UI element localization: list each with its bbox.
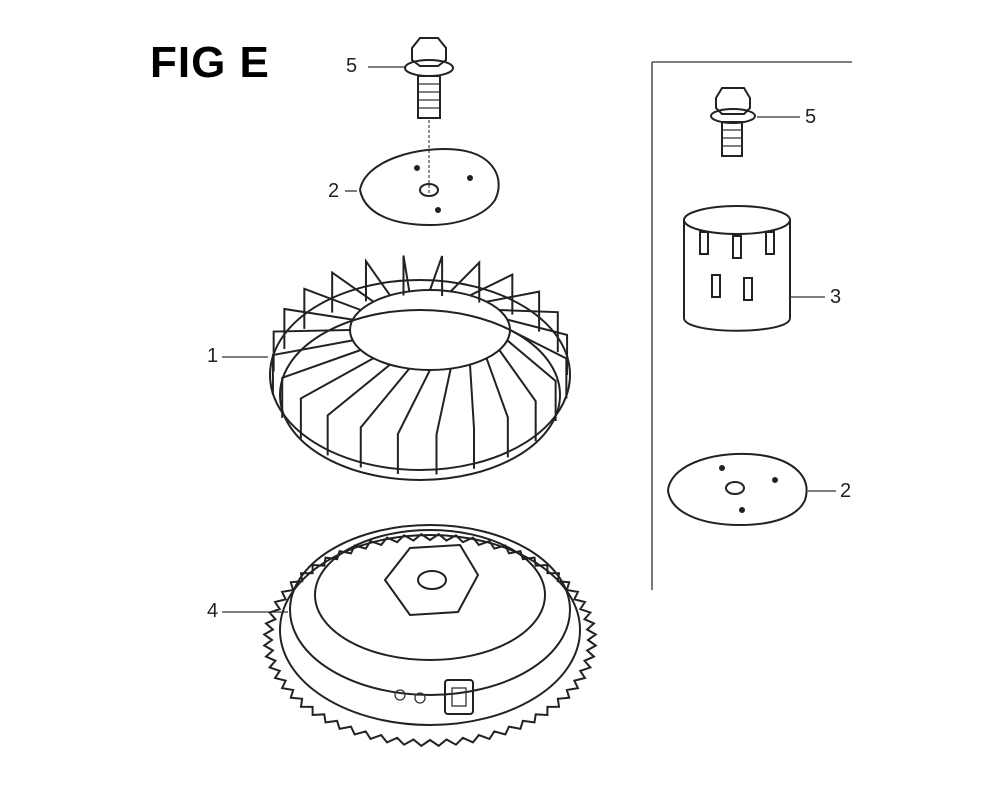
bolt-part-5	[368, 37, 454, 195]
callout-1: 1	[207, 345, 219, 367]
fan-blade	[331, 270, 375, 313]
fan-blade	[449, 260, 481, 303]
callout-3: 3	[830, 286, 842, 308]
fan-blade	[272, 329, 351, 372]
fan-blade	[499, 309, 559, 353]
fan-blade	[326, 363, 391, 456]
fan-blade	[396, 369, 431, 474]
fan-blade	[364, 258, 391, 302]
callout-5-kit: 5	[805, 106, 817, 128]
callout-2-kit: 2	[840, 480, 852, 502]
flywheel-part-4	[222, 524, 598, 748]
fan-blade	[469, 364, 476, 469]
figure-title: FIG E	[150, 38, 270, 87]
ring-gear-teeth	[262, 532, 598, 748]
fan-part-1	[222, 255, 571, 481]
fan-blade	[498, 349, 537, 442]
plate-part-2	[345, 148, 500, 227]
callout-2: 2	[328, 180, 340, 202]
fan-blade	[359, 368, 411, 468]
cup-part-3	[683, 205, 825, 332]
callout-4: 4	[207, 600, 219, 622]
fan-blade	[486, 290, 541, 332]
fan-blade	[485, 357, 509, 458]
fan-blade	[402, 255, 411, 296]
plate-part-2-kit	[666, 452, 836, 527]
fan-blade	[429, 255, 444, 297]
kit-divider	[651, 61, 852, 590]
fan-blade	[507, 318, 569, 375]
fan-blade	[506, 339, 557, 422]
fan-blade	[435, 368, 452, 475]
fan-blade	[281, 349, 362, 418]
fan-blade	[469, 273, 514, 315]
bolt-part-5-kit	[710, 87, 800, 157]
fan-blade	[283, 307, 353, 349]
fan-blade	[303, 287, 362, 329]
callout-5: 5	[346, 55, 358, 77]
fan-blade	[299, 357, 374, 439]
